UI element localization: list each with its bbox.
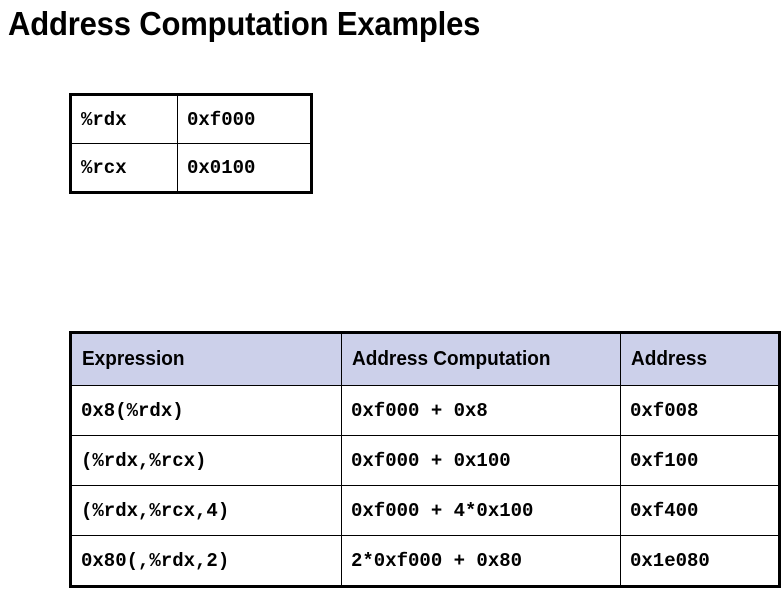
column-header-expression: Expression	[70, 332, 342, 386]
address-cell: 0xf400	[620, 485, 780, 536]
register-name-cell: %rcx	[70, 143, 178, 193]
register-value-cell: 0xf000	[177, 94, 312, 144]
computation-cell: 0xf000 + 0x8	[341, 385, 621, 436]
register-table-body: %rdx 0xf000 %rcx 0x0100	[70, 94, 312, 193]
table-row: %rcx 0x0100	[70, 143, 312, 193]
computation-cell: 0xf000 + 4*0x100	[341, 485, 621, 536]
expression-cell: 0x80(,%rdx,2)	[70, 535, 342, 587]
expression-cell: (%rdx,%rcx)	[70, 435, 342, 486]
column-header-address-computation-label: Address Computation	[352, 348, 551, 370]
address-computation-table: Expression Address Computation Address 0…	[69, 331, 781, 588]
address-cell: 0xf100	[620, 435, 780, 486]
address-table-body: 0x8(%rdx) 0xf000 + 0x8 0xf008 (%rdx,%rcx…	[70, 385, 780, 587]
table-row: (%rdx,%rcx) 0xf000 + 0x100 0xf100	[70, 435, 780, 486]
computation-cell: 0xf000 + 0x100	[341, 435, 621, 486]
table-row: 0x80(,%rdx,2) 2*0xf000 + 0x80 0x1e080	[70, 535, 780, 587]
register-value-cell: 0x0100	[177, 143, 312, 193]
expression-cell: (%rdx,%rcx,4)	[70, 485, 342, 536]
column-header-address-label: Address	[631, 348, 708, 370]
register-name-cell: %rdx	[70, 94, 178, 144]
table-row: %rdx 0xf000	[70, 94, 312, 144]
address-cell: 0xf008	[620, 385, 780, 436]
table-row: (%rdx,%rcx,4) 0xf000 + 4*0x100 0xf400	[70, 485, 780, 536]
expression-cell: 0x8(%rdx)	[70, 385, 342, 436]
column-header-address-computation: Address Computation	[341, 332, 621, 386]
address-table-header: Expression Address Computation Address	[70, 332, 780, 386]
address-cell: 0x1e080	[620, 535, 780, 587]
computation-cell: 2*0xf000 + 0x80	[341, 535, 621, 587]
column-header-expression-label: Expression	[82, 348, 185, 370]
table-row: 0x8(%rdx) 0xf000 + 0x8 0xf008	[70, 385, 780, 436]
column-header-address: Address	[620, 332, 780, 386]
table-header-row: Expression Address Computation Address	[70, 332, 780, 386]
register-values-table: %rdx 0xf000 %rcx 0x0100	[69, 93, 313, 194]
page-title: Address Computation Examples	[8, 5, 481, 42]
